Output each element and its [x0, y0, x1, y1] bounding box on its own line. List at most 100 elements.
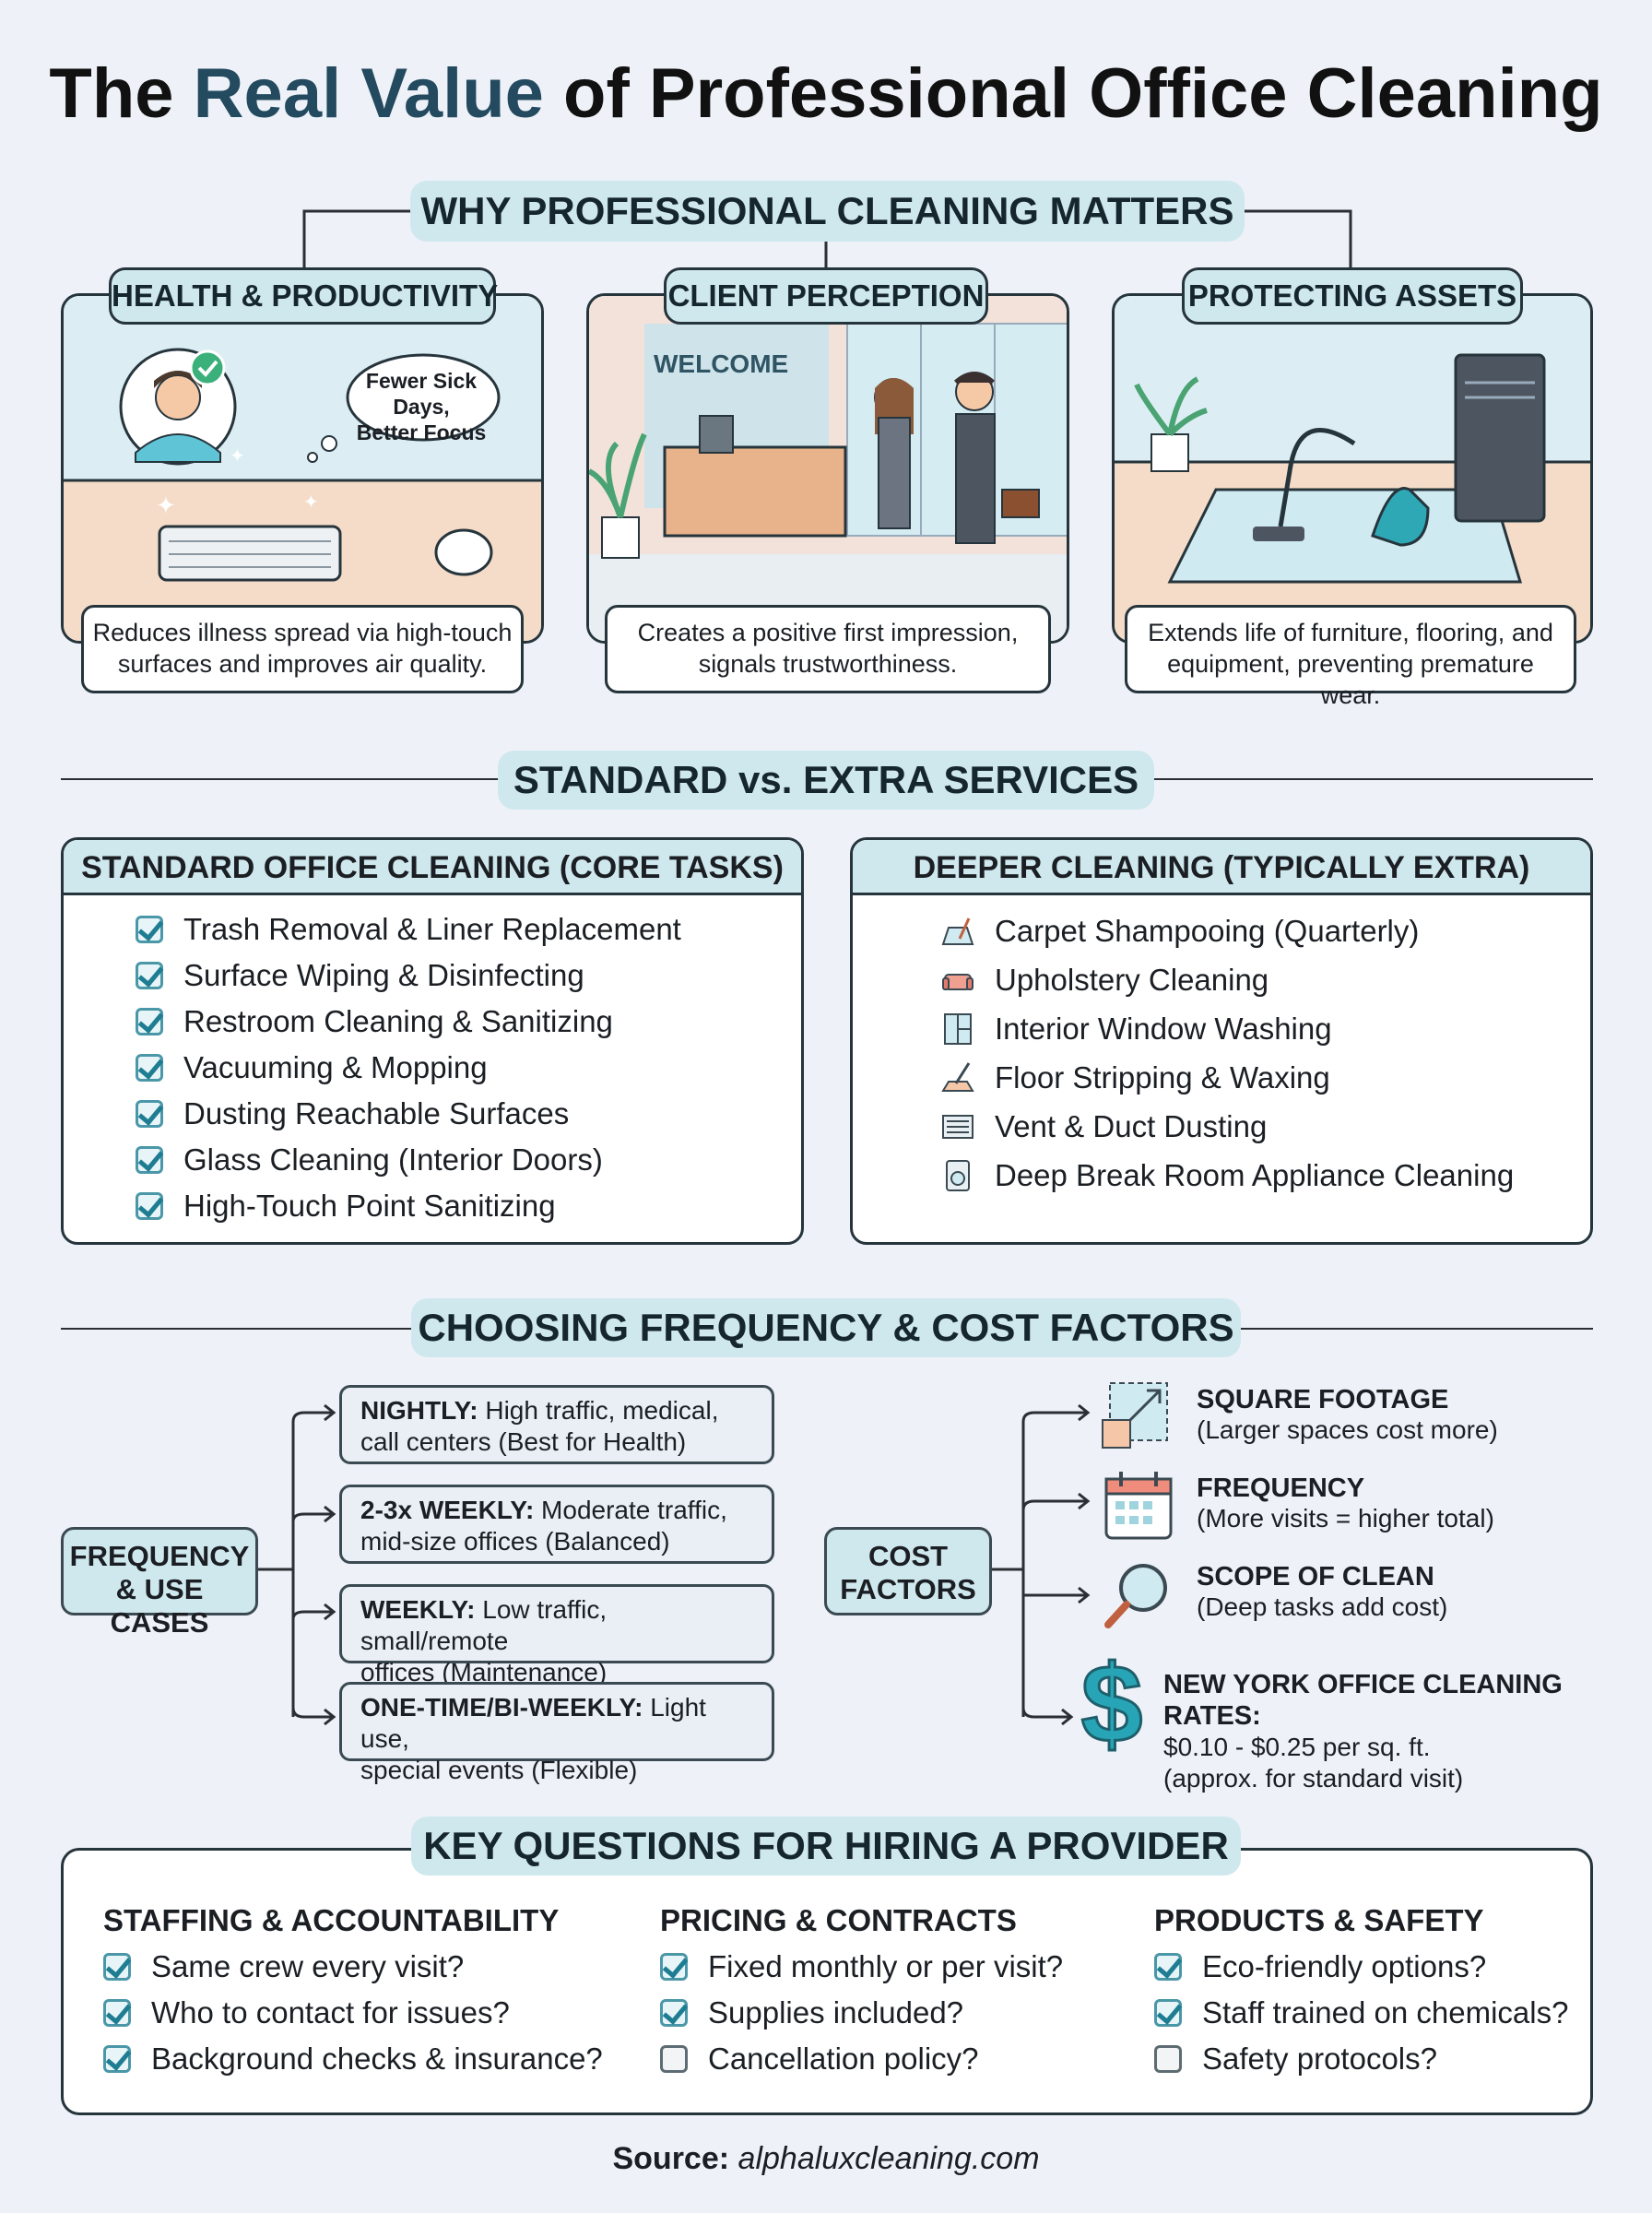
caption-assets-line1: Extends life of furniture, flooring, and [1148, 619, 1553, 646]
bubble-line1: Fewer Sick Days, [365, 369, 478, 419]
vent-icon [942, 1114, 974, 1139]
checkbox-icon [660, 1999, 688, 2027]
question-text: Cancellation policy? [708, 2041, 979, 2076]
list-item-label: Restroom Cleaning & Sanitizing [183, 1004, 613, 1038]
question-text: Eco-friendly options? [1202, 1949, 1487, 1983]
checkbox-icon [136, 962, 163, 989]
assets-panel [1112, 293, 1593, 644]
option-text: Low traffic, small/remote [360, 1595, 608, 1655]
caption-health-line2: surfaces and improves air quality. [117, 650, 488, 678]
frequency-label-line2: & USE CASES [110, 1573, 209, 1639]
cost-factor-title: SCOPE OF CLEAN [1197, 1562, 1434, 1592]
extra-title: DEEPER CLEANING (TYPICALLY EXTRA) [853, 840, 1590, 895]
frequency-connectors [258, 1403, 1091, 1726]
list-item-label: Surface Wiping & Disinfecting [183, 958, 584, 992]
cost-factor: SQUARE FOOTAGE (Larger spaces cost more) [1197, 1385, 1498, 1445]
svg-text:✦: ✦ [230, 446, 245, 467]
list-item: Upholstery Cleaning [941, 955, 1590, 1004]
health-panel: ✦ ✦ ✦ Fewer Sick Days, Better Focus [61, 293, 544, 644]
sofa-icon [942, 973, 974, 990]
caption-assets: Extends life of furniture, flooring, and… [1125, 605, 1576, 709]
checkbox-icon [660, 1953, 688, 1981]
title-part2: of Professional Office Cleaning [563, 54, 1603, 133]
dollar-icon: $ [1080, 1642, 1144, 1766]
caption-assets-line2: equipment, preventing premature wear. [1167, 650, 1534, 709]
question-text: Same crew every visit? [151, 1949, 465, 1983]
question-item: Supplies included? [660, 1990, 1139, 2036]
option-text: High traffic, medical, [478, 1396, 719, 1425]
frequency-option: 2-3x WEEKLY: Moderate traffic, mid-size … [339, 1485, 774, 1564]
tag-health: HEALTH & PRODUCTIVITY [109, 267, 498, 325]
questions-column-title: PRODUCTS & SAFETY [1154, 1903, 1484, 1937]
cost-label-line1: COST [867, 1540, 949, 1572]
option-text: Light use, [360, 1693, 706, 1753]
tag-assets: PROTECTING ASSETS [1182, 267, 1523, 325]
question-text: Background checks & insurance? [151, 2041, 603, 2076]
option-line2: offices (Maintenance) [360, 1658, 608, 1686]
checkbox-icon [136, 916, 163, 943]
cost-factor-sub: (Deep tasks add cost) [1197, 1592, 1448, 1621]
list-item: Interior Window Washing [941, 1004, 1590, 1053]
caption-client: Creates a positive first impression, sig… [605, 605, 1051, 693]
checkbox-empty-icon [1154, 2045, 1182, 2073]
list-item: Vent & Duct Dusting [941, 1102, 1590, 1151]
checkbox-icon [1154, 1999, 1182, 2027]
standard-title: STANDARD OFFICE CLEANING (CORE TASKS) [64, 840, 801, 895]
checkbox-icon [103, 2045, 131, 2073]
caption-health: Reduces illness spread via high-touch su… [81, 605, 524, 693]
checkbox-icon [103, 1999, 131, 2027]
source-link[interactable]: alphaluxcleaning.com [738, 2141, 1040, 2176]
question-item: Staff trained on chemicals? [1154, 1990, 1587, 2036]
cost-factor-title: FREQUENCY [1197, 1473, 1365, 1503]
ny-rates-note: (approx. for standard visit) [1163, 1764, 1464, 1793]
checkbox-icon [136, 1008, 163, 1035]
services-heading: STANDARD vs. EXTRA SERVICES [498, 751, 1154, 810]
question-text: Staff trained on chemicals? [1202, 1995, 1569, 2030]
list-item-label: Floor Stripping & Waxing [995, 1059, 1330, 1095]
question-item: Background checks & insurance? [103, 2036, 638, 2082]
list-item: Restroom Cleaning & Sanitizing [136, 999, 801, 1045]
page-title: The Real Value of Professional Office Cl… [0, 53, 1652, 134]
list-item: Surface Wiping & Disinfecting [136, 953, 801, 999]
list-item-label: Dusting Reachable Surfaces [183, 1096, 570, 1130]
standard-card: STANDARD OFFICE CLEANING (CORE TASKS) Tr… [61, 837, 804, 1245]
cost-factor-sub: (More visits = higher total) [1197, 1504, 1494, 1533]
mop-icon [941, 1061, 974, 1092]
list-item-label: Upholstery Cleaning [995, 962, 1269, 997]
option-line2: call centers (Best for Health) [360, 1427, 687, 1456]
question-text: Fixed monthly or per visit? [708, 1949, 1064, 1983]
option-key: ONE-TIME/BI-WEEKLY: [360, 1693, 643, 1722]
list-item: Floor Stripping & Waxing [941, 1053, 1590, 1102]
list-item: Glass Cleaning (Interior Doors) [136, 1137, 801, 1183]
list-item-label: Glass Cleaning (Interior Doors) [183, 1142, 603, 1177]
list-item: Deep Break Room Appliance Cleaning [941, 1151, 1590, 1200]
list-item: Vacuuming & Mopping [136, 1045, 801, 1091]
caption-client-line2: signals trustworthiness. [698, 650, 958, 678]
questions-card [61, 1848, 1593, 2115]
question-item: Safety protocols? [1154, 2036, 1587, 2082]
calendar-icon [1104, 1472, 1173, 1540]
standard-list: Trash Removal & Liner Replacement Surfac… [64, 895, 801, 1229]
list-item-label: Carpet Shampooing (Quarterly) [995, 913, 1420, 948]
option-key: 2-3x WEEKLY: [360, 1496, 535, 1524]
question-text: Safety protocols? [1202, 2041, 1437, 2076]
checkbox-icon [136, 1054, 163, 1082]
cost-label-box: COST FACTORS [824, 1527, 992, 1615]
option-key: WEEKLY: [360, 1595, 476, 1624]
list-item-label: Deep Break Room Appliance Cleaning [995, 1157, 1515, 1192]
source-label: Source: [612, 2141, 730, 2176]
questions-column: PRODUCTS & SAFETY Eco-friendly options? … [1154, 1903, 1587, 2082]
checkbox-icon [103, 1953, 131, 1981]
list-item-label: Interior Window Washing [995, 1011, 1332, 1046]
why-connectors [302, 209, 1352, 267]
questions-column: STAFFING & ACCOUNTABILITY Same crew ever… [103, 1903, 638, 2082]
extra-card: DEEPER CLEANING (TYPICALLY EXTRA) Carpet… [850, 837, 1593, 1245]
checkbox-empty-icon [660, 2045, 688, 2073]
question-item: Who to contact for issues? [103, 1990, 638, 2036]
assets-illustration [1115, 296, 1590, 641]
question-item: Eco-friendly options? [1154, 1944, 1587, 1990]
frequency-heading: CHOOSING FREQUENCY & COST FACTORS [411, 1298, 1241, 1357]
questions-column: PRICING & CONTRACTS Fixed monthly or per… [660, 1903, 1139, 2082]
list-item: Dusting Reachable Surfaces [136, 1091, 801, 1137]
question-item: Same crew every visit? [103, 1944, 638, 1990]
